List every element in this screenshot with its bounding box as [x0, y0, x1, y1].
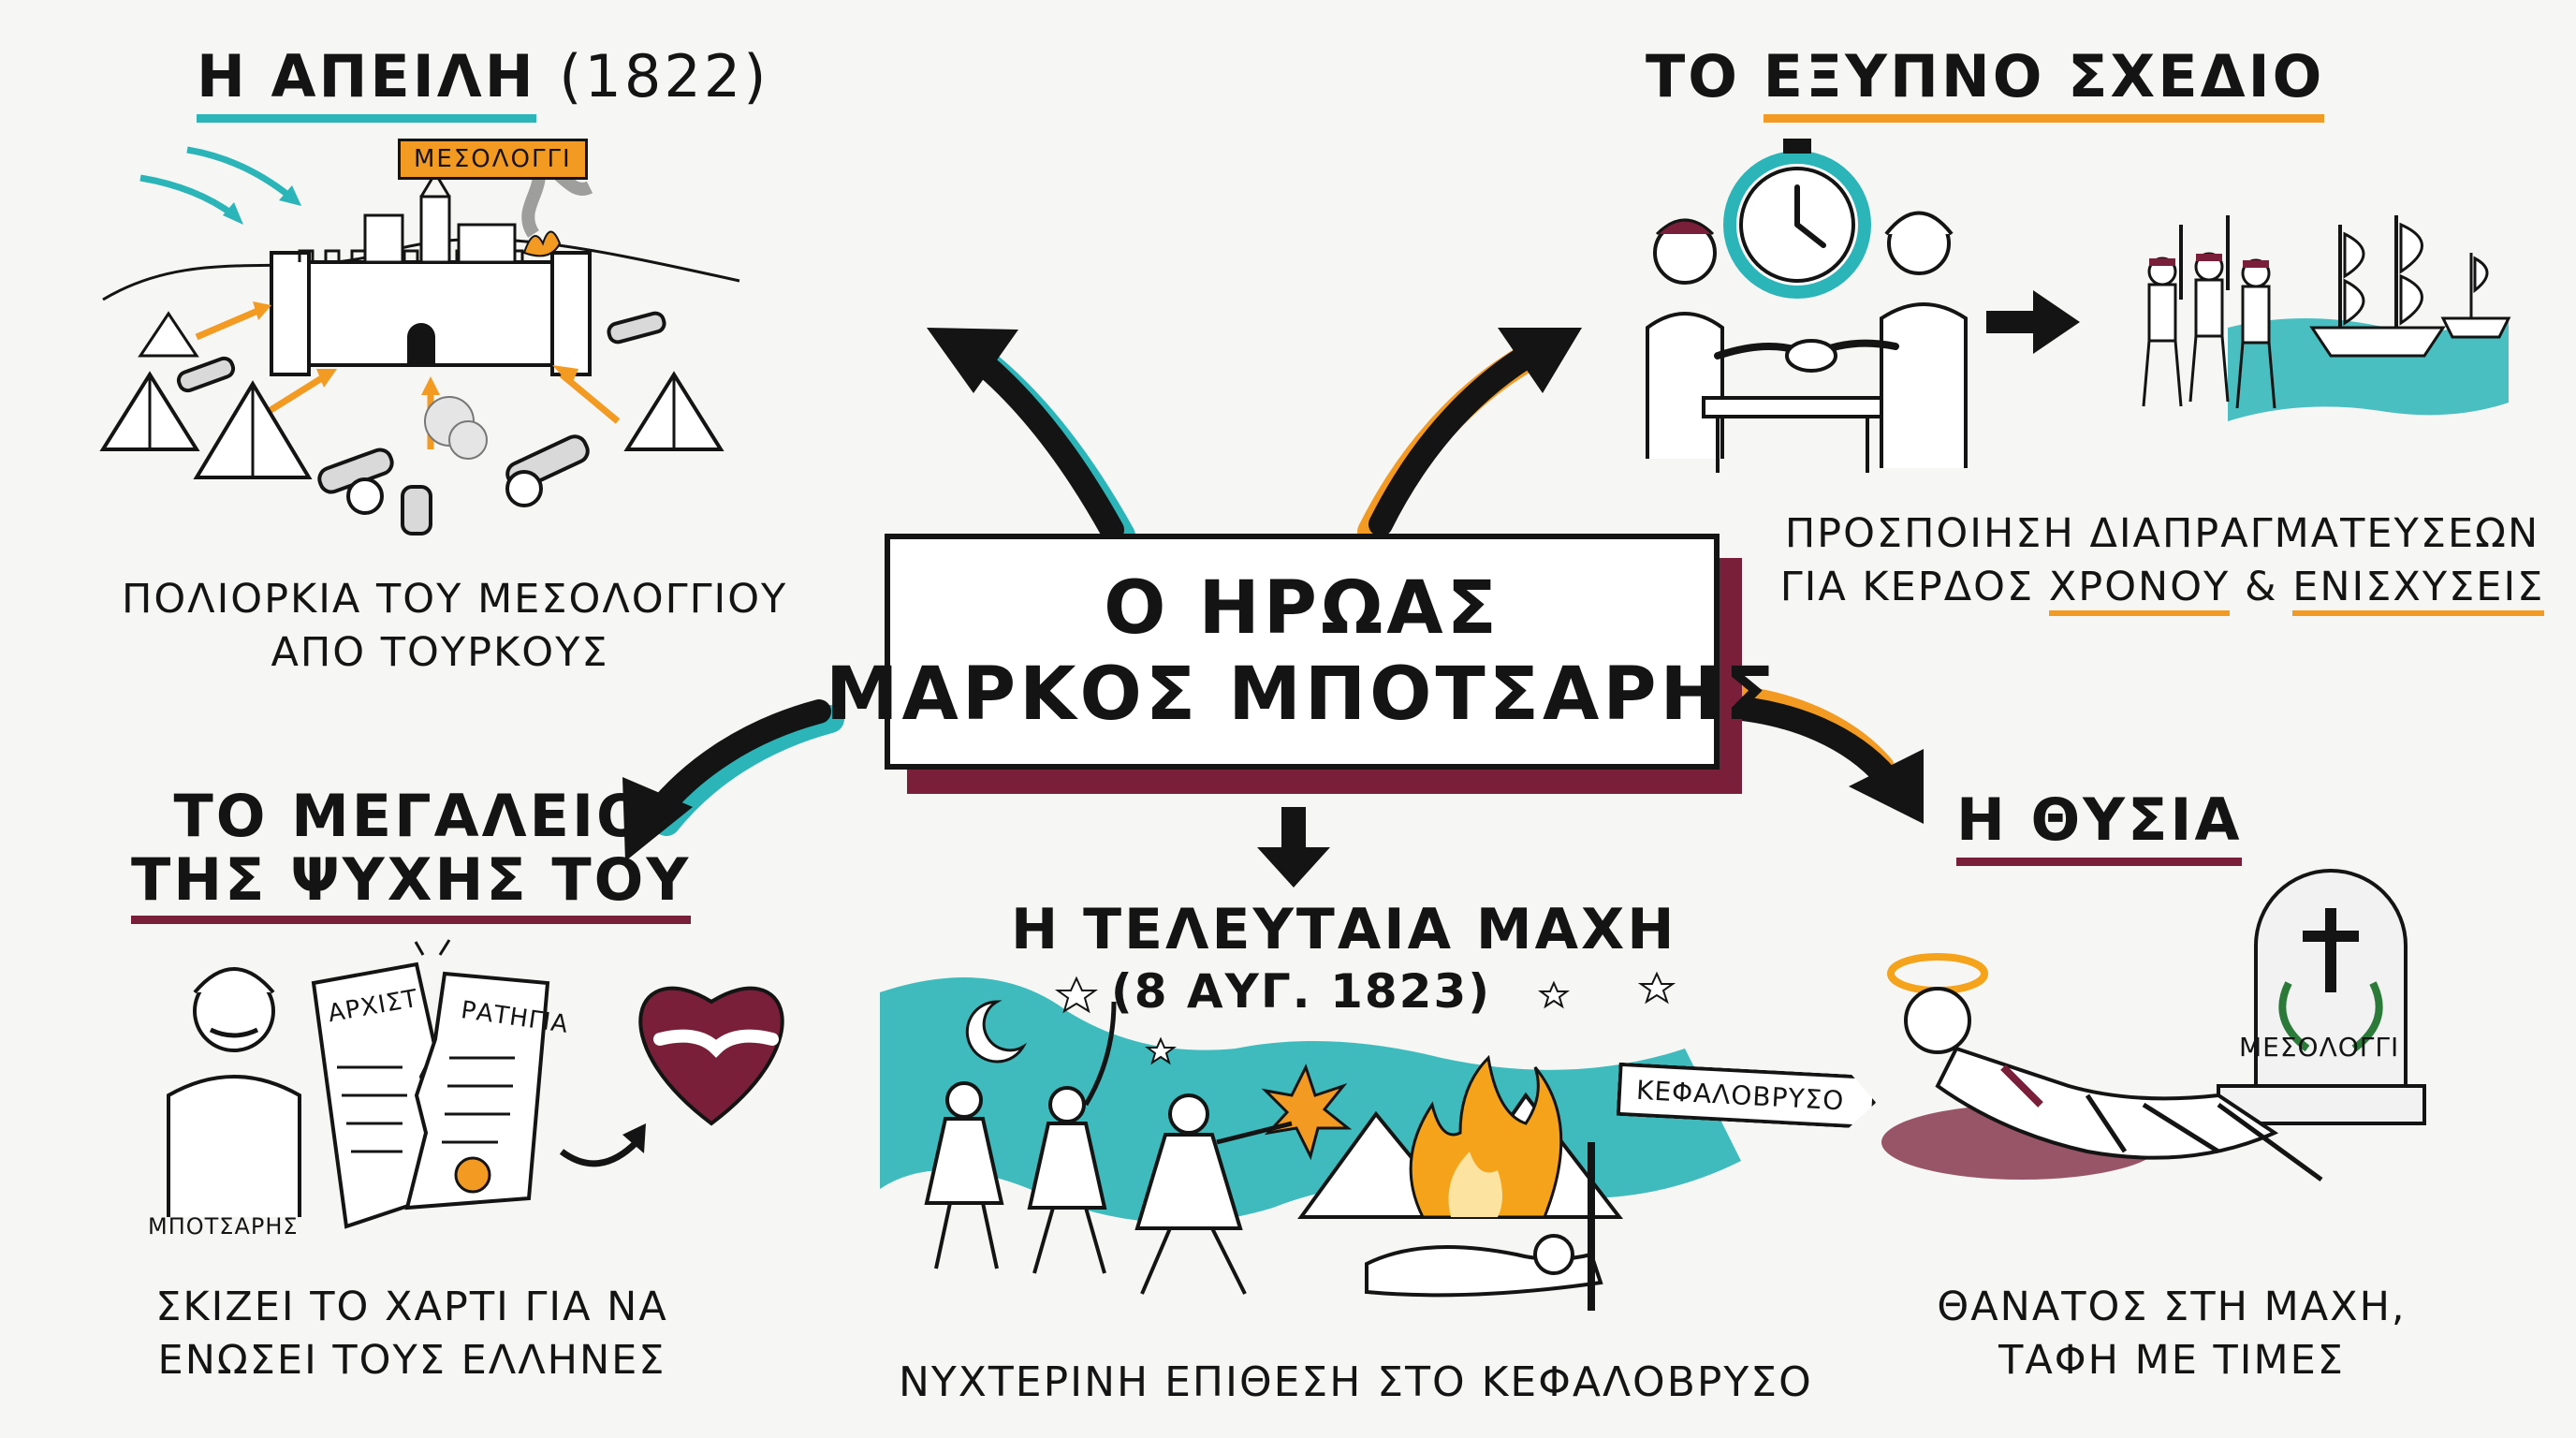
plan-caption-reinforce: ΕΝΙΣΧΥΣΕΙΣ	[2292, 563, 2545, 616]
threat-caption-line1: ΠΟΛΙΟΡΚΙΑ ΤΟΥ ΜΕΣΟΛΟΓΓΙΟΥ	[122, 576, 788, 623]
plan-caption-amp: &	[2245, 563, 2278, 610]
sacrifice-caption: ΘΑΝΑΤΟΣ ΣΤΗ ΜΑΧΗ, ΤΑΦΗ ΜΕ ΤΙΜΕΣ	[1910, 1281, 2434, 1387]
plan-caption-pre: ΓΙΑ ΚΕΡΔΟΣ	[1779, 563, 2035, 610]
reinforcements-illustration	[2142, 215, 2511, 421]
sacrifice-heading: Η ΘΥΣΙΑ	[1956, 785, 2243, 866]
city-label: ΜΕΣΟΛΟΓΓΙ	[414, 145, 572, 173]
battle-heading: Η ΤΕΛΕΥΤΑΙΑ ΜΑΧΗ	[1011, 897, 1677, 962]
plan-caption-line2: ΓΙΑ ΚΕΡΔΟΣ ΧΡΟΝΟΥ & ΕΝΙΣΧΥΣΕΙΣ	[1769, 561, 2555, 616]
greatness-title-line1: ΤΟ ΜΕΓΑΛΕΙΟ	[173, 782, 649, 850]
battle-caption: ΝΥΧΤΕΡΙΝΗ ΕΠΙΘΕΣΗ ΣΤΟ ΚΕΦΑΛΟΒΡΥΣΟ	[899, 1358, 1813, 1406]
greatness-title-line2: ΤΗΣ ΨΥΧΗΣ ΤΟΥ	[131, 845, 692, 915]
battle-date: (8 ΑΥΓ. 1823)	[1110, 964, 1492, 1019]
halo-icon	[1887, 953, 1988, 994]
battle-sign-text: ΚΕΦΑΛΟΒΡΥΣΟ	[1635, 1074, 1846, 1117]
arrow-to-greatness	[622, 699, 844, 861]
sacrifice-illustration	[1881, 869, 2426, 1182]
threat-title-main: Η ΑΠΕΙΛΗ	[197, 42, 536, 123]
center-title-line1: Ο ΗΡΩΑΣ	[1104, 565, 1500, 651]
stopwatch-icon	[1723, 139, 1871, 299]
plan-heading: ΤΟ ΕΞΥΠΝΟ ΣΧΕΔΙΟ	[1646, 42, 2325, 123]
negotiation-illustration	[1646, 139, 1968, 473]
arrow-to-plan	[1357, 328, 1582, 546]
plan-inner-arrow	[1986, 290, 2080, 354]
arrow-to-threat	[927, 328, 1135, 550]
plan-caption: ΠΡΟΣΠΟΙΗΣΗ ΔΙΑΠΡΑΓΜΑΤΕΥΣΕΩΝ ΓΙΑ ΚΕΡΔΟΣ Χ…	[1769, 507, 2555, 616]
city-label-box: ΜΕΣΟΛΟΓΓΙ	[398, 139, 588, 180]
sacrifice-title: Η ΘΥΣΙΑ	[1956, 785, 2243, 866]
plan-caption-line1: ΠΡΟΣΠΟΙΗΣΗ ΔΙΑΠΡΑΓΜΑΤΕΥΣΕΩΝ	[1784, 510, 2540, 557]
threat-heading: Η ΑΠΕΙΛΗ (1822)	[197, 42, 769, 123]
sacrifice-caption-line2: ΤΑΦΗ ΜΕ ΤΙΜΕΣ	[1998, 1336, 2345, 1384]
threat-caption: ΠΟΛΙΟΡΚΙΑ ΤΟΥ ΜΕΣΟΛΟΓΓΙΟΥ ΑΠΟ ΤΟΥΡΚΟΥΣ	[122, 573, 788, 680]
battle-illustration	[880, 971, 1741, 1311]
greatness-caption: ΣΚΙΖΕΙ ΤΟ ΧΑΡΤΙ ΓΙΑ ΝΑ ΕΝΩΣΕΙ ΤΟΥΣ ΕΛΛΗΝ…	[112, 1281, 711, 1387]
handshake-icon	[1714, 339, 1899, 373]
arrow-to-battle	[1257, 807, 1330, 888]
siege-illustration	[99, 146, 740, 536]
greatness-title-line2-wrap: ΤΗΣ ΨΥΧΗΣ ΤΟΥ	[131, 845, 692, 925]
plan-title-pre: ΤΟ	[1646, 42, 1740, 110]
plan-caption-time: ΧΡΟΝΟΥ	[2048, 563, 2231, 616]
tomb-label: ΜΕΣΟΛΟΓΓΙ	[2239, 1032, 2400, 1063]
greatness-caption-line1: ΣΚΙΖΕΙ ΤΟ ΧΑΡΤΙ ΓΙΑ ΝΑ	[155, 1284, 668, 1330]
heart-icon	[638, 986, 784, 1126]
plan-title-main: ΕΞΥΠΝΟ ΣΧΕΔΙΟ	[1763, 42, 2325, 123]
threat-title-year: (1822)	[559, 42, 769, 110]
cross-icon	[2303, 908, 2359, 992]
arrow-to-sacrifice	[1703, 683, 1924, 824]
sacrifice-caption-line1: ΘΑΝΑΤΟΣ ΣΤΗ ΜΑΧΗ,	[1937, 1284, 2407, 1330]
threat-caption-line2: ΑΠΟ ΤΟΥΡΚΟΥΣ	[271, 628, 609, 676]
center-title-box: Ο ΗΡΩΑΣ ΜΑΡΚΟΣ ΜΠΟΤΣΑΡΗΣ	[826, 534, 1775, 770]
greatness-heading: ΤΟ ΜΕΓΑΛΕΙΟ ΤΗΣ ΨΥΧΗΣ ΤΟΥ	[131, 782, 692, 925]
moon-icon	[965, 1000, 1028, 1064]
center-title-line2: ΜΑΡΚΟΣ ΜΠΟΤΣΑΡΗΣ	[825, 653, 1779, 737]
person-label: ΜΠΟΤΣΑΡΗΣ	[148, 1213, 299, 1240]
greatness-caption-line2: ΕΝΩΣΕΙ ΤΟΥΣ ΕΛΛΗΝΕΣ	[157, 1336, 666, 1384]
tearing-paper-illustration	[167, 939, 784, 1229]
